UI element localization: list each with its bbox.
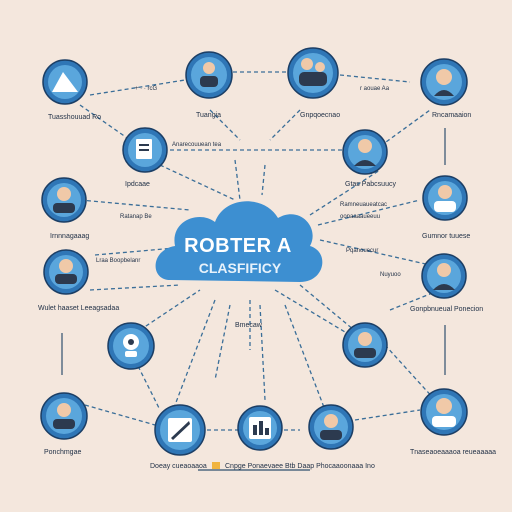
edge [339, 74, 411, 83]
annotations: + · · rcG r aouae Aa Anarecouuean tea Ra… [96, 86, 401, 278]
annotation-upper-mid: Anarecouuean tea [172, 142, 222, 148]
node-top-center-b[interactable] [287, 47, 339, 99]
person-icon [433, 263, 455, 290]
person-icon [354, 139, 376, 166]
edge [79, 199, 191, 211]
node-left-mid[interactable] [43, 249, 89, 295]
edge [299, 284, 361, 336]
person-icon [55, 259, 77, 284]
mountain-icon [52, 72, 78, 92]
person-icon [432, 398, 456, 427]
node-top-center-a[interactable] [185, 51, 233, 99]
annotation-right-mid-2: Nuyuoo [380, 272, 401, 278]
label-top-left: Tuasshouuad Ro [48, 114, 101, 121]
label-right-upper: Gtas Pabcsuucy [345, 181, 396, 188]
person-icon [354, 332, 376, 358]
edge [94, 247, 176, 256]
edge [89, 284, 181, 291]
person-icon [434, 69, 454, 96]
node-right-mid[interactable] [421, 253, 467, 299]
annotation-mid-left-1: Ratanap Be [120, 214, 152, 220]
robot-icon [123, 334, 139, 357]
label-upper-left-mid: Ipdcaae [125, 181, 150, 188]
edge [89, 79, 186, 96]
edge [259, 304, 266, 401]
edge [261, 164, 266, 196]
label-left-mid: Irnnnagaaag [50, 233, 89, 240]
edge [374, 109, 431, 151]
center-subtitle: CLASFIFICY [199, 260, 282, 276]
node-bottom-center-c[interactable] [308, 404, 354, 450]
label-center-bottom: Bmecaw [235, 322, 263, 329]
person-icon [320, 414, 342, 440]
chart-icon [249, 417, 271, 439]
edge [79, 104, 131, 141]
edge [309, 169, 381, 216]
annotation-mid-right-2: oonaaaaueeuu [340, 214, 380, 220]
label-top-center-a: Tuangia [196, 112, 221, 119]
edges [61, 71, 446, 471]
edge [319, 239, 431, 266]
person-icon [53, 187, 75, 213]
edge [214, 304, 231, 381]
label-top-right: Rncamaaion [432, 112, 471, 119]
label-right-upper-b: Gumnor tuuese [422, 233, 470, 240]
edge [317, 199, 421, 226]
label-bottom-left: Ponchmgae [44, 449, 81, 456]
node-bottom-center-b[interactable] [237, 405, 283, 451]
label-bottom-center-b: Cnpge Ponaevaee Btb Daap Phocaaoonaaa In… [225, 463, 375, 470]
edge [139, 289, 201, 331]
edge [284, 304, 326, 411]
node-bottom-left[interactable] [40, 392, 88, 440]
document-icon [168, 418, 192, 442]
label-bottom-center-a: Doeay cueaoaaoa [150, 463, 207, 470]
label-right-mid: Gonpbnueual Ponecion [410, 306, 483, 313]
node-top-left[interactable] [42, 59, 88, 105]
node-bottom-right[interactable] [420, 388, 468, 436]
edge [174, 299, 216, 406]
edge [384, 344, 436, 401]
annotation-right-mid-1: Pqanouecur [346, 248, 378, 254]
node-bottom-center-a[interactable] [154, 404, 206, 456]
edge [234, 159, 241, 201]
edge [274, 289, 351, 336]
person-icon [53, 403, 75, 429]
node-top-right[interactable] [420, 58, 468, 106]
center-cloud[interactable]: ROBTER A CLASFIFICY [155, 201, 323, 282]
node-right-upper[interactable] [422, 175, 468, 221]
person-group-icon [299, 58, 327, 86]
annotation-left-mid-1: Lraa Boopbelanr [96, 258, 140, 264]
edge [159, 164, 236, 201]
node-center-right-lower[interactable] [342, 322, 388, 368]
edge [354, 409, 421, 421]
node-upper-left-mid[interactable] [122, 127, 168, 173]
annotation-top-right: r aouae Aa [360, 86, 390, 92]
label-bottom-right: Tnaseaoeaaaoa reueaaaaa [410, 449, 496, 456]
labels: Tuasshouuad Ro Tuangia Gnpqoecnao Rncama… [38, 112, 496, 470]
person-icon [434, 185, 456, 212]
annotation-top-left: + · · rcG [135, 86, 157, 92]
annotation-mid-right-1: Ramneuaueatcac [340, 202, 387, 208]
edge [84, 404, 156, 426]
person-icon [200, 62, 218, 87]
node-upper-right-mid[interactable] [342, 129, 388, 175]
center-title: ROBTER A [184, 235, 292, 257]
label-top-center-b: Gnpqoecnao [300, 112, 340, 119]
node-left-lower[interactable] [107, 322, 155, 370]
edge [269, 109, 301, 141]
edge [209, 109, 241, 141]
edge [134, 359, 161, 411]
node-left-upper[interactable] [41, 177, 87, 223]
badge-icon [212, 462, 220, 469]
label-left-lower: Wulet haaset Leeagsadaa [38, 305, 119, 312]
cloud-shape [155, 201, 323, 282]
document-icon [136, 139, 152, 159]
